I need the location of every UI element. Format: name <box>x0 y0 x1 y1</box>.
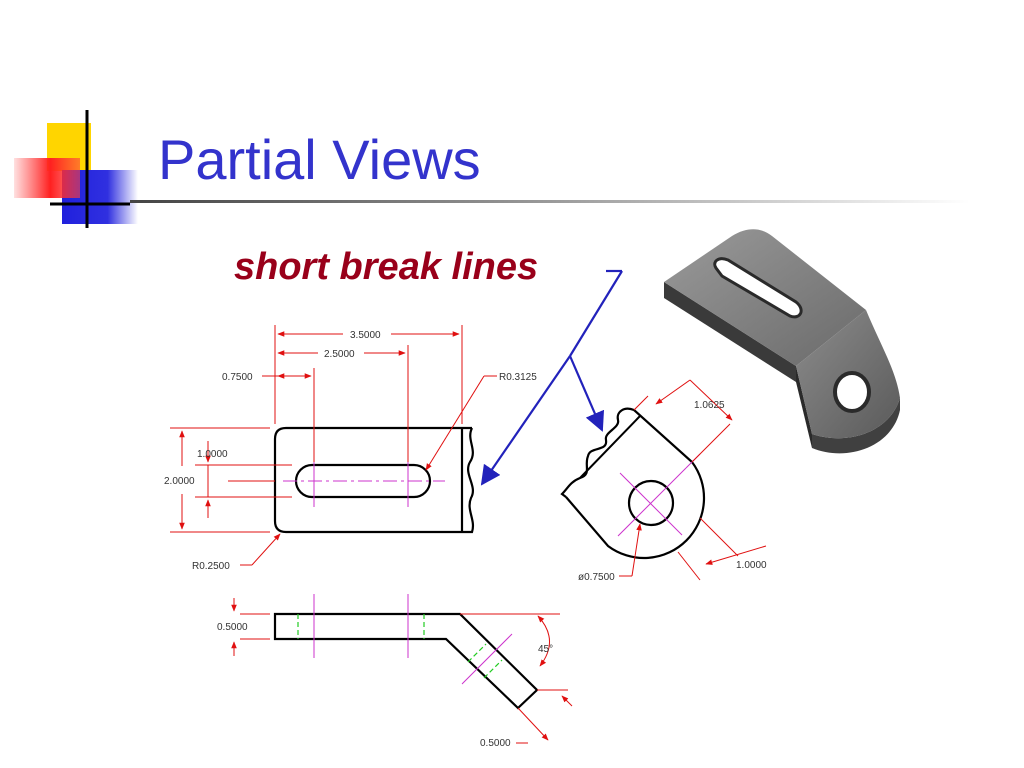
dim-hole-diameter: ø0.7500 <box>578 572 615 583</box>
short-break-lines-label: short break lines <box>234 246 539 288</box>
front-view: 3.5000 2.5000 0.7500 R0.3125 1.0000 2.00… <box>164 325 537 572</box>
side-view: 0.5000 45° 0.5000 <box>217 594 573 749</box>
short-break-line <box>462 427 475 534</box>
dim-slot-offset: 0.7500 <box>222 372 253 383</box>
auxiliary-break-line <box>560 407 635 498</box>
auxiliary-hole <box>627 479 675 527</box>
dim-overall-height: 2.0000 <box>164 476 195 487</box>
decorative-logo <box>14 110 138 228</box>
dim-slot-width: 1.0000 <box>197 449 228 460</box>
dim-overall-width: 3.5000 <box>350 330 381 341</box>
break-line-leader <box>480 269 623 486</box>
dim-aux-width: 1.0625 <box>694 400 725 411</box>
dim-aux-length: 1.0000 <box>736 560 767 571</box>
dim-side-thickness: 0.5000 <box>217 622 248 633</box>
logo-red-square <box>14 158 80 198</box>
dim-flange-thickness: 0.5000 <box>480 738 511 749</box>
front-view-outline <box>273 426 472 534</box>
page-title: Partial Views <box>158 128 481 191</box>
isometric-hole <box>833 371 871 413</box>
dim-slot-radius: R0.3125 <box>499 372 537 383</box>
isometric-slot <box>713 257 803 319</box>
dim-slot-span: 2.5000 <box>324 349 355 360</box>
dim-corner-radius: R0.2500 <box>192 561 230 572</box>
isometric-bracket <box>664 229 900 454</box>
auxiliary-view: 1.0625 ø0.7500 1.0000 <box>560 379 767 583</box>
title-underline <box>130 200 970 203</box>
dim-bend-angle: 45° <box>538 644 553 655</box>
auxiliary-view-outline <box>565 409 706 560</box>
